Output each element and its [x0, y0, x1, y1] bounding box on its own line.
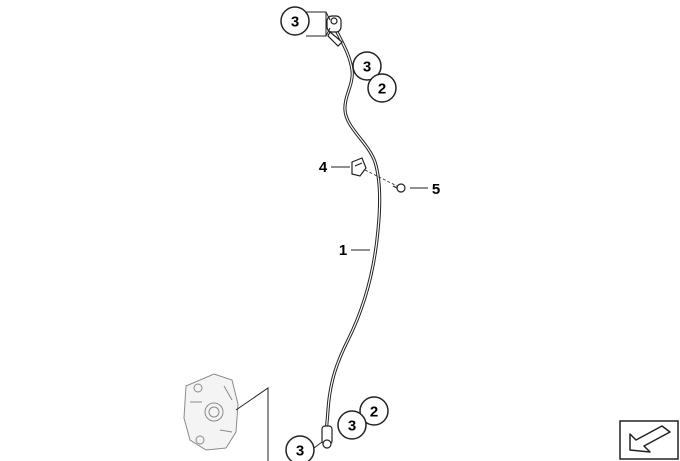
- callout-label: 3: [291, 14, 299, 31]
- callout-bottom-left: 3: [285, 435, 315, 461]
- part-number: 4: [319, 159, 328, 176]
- nav-arrow-button[interactable]: [619, 420, 679, 460]
- part-number: 1: [339, 242, 347, 259]
- brake-caliper: [183, 373, 239, 451]
- top-callout-bracket: [306, 11, 331, 37]
- caliper-leader: [235, 387, 269, 461]
- bottom-banjo-fitting: [321, 425, 333, 449]
- top-banjo-fitting: [326, 15, 343, 47]
- callout-bottom-left-leader: [313, 441, 323, 449]
- callout-label: 3: [296, 443, 304, 460]
- label-part-1: 1: [339, 242, 370, 259]
- callout-bottom-right: 2: [359, 396, 389, 426]
- callout-bottom-mid: 3: [337, 410, 367, 440]
- label-part-5: 5: [410, 181, 440, 198]
- callout-top-low: 2: [367, 73, 397, 103]
- callout-top-mid: 3: [352, 51, 382, 81]
- arrow-down-left-icon: [629, 425, 671, 453]
- label-part-4: 4: [319, 159, 350, 176]
- part-number: 5: [432, 181, 440, 198]
- callout-label: 2: [378, 81, 386, 98]
- callout-label: 2: [370, 404, 378, 421]
- brake-hose: [324, 29, 382, 437]
- mounting-bolt: [392, 183, 406, 193]
- hose-clip: [351, 157, 367, 177]
- clip-bolt-guide: [364, 169, 398, 187]
- callout-label: 3: [363, 59, 371, 76]
- callout-label: 3: [348, 418, 356, 435]
- callout-top-left: 3: [280, 6, 310, 36]
